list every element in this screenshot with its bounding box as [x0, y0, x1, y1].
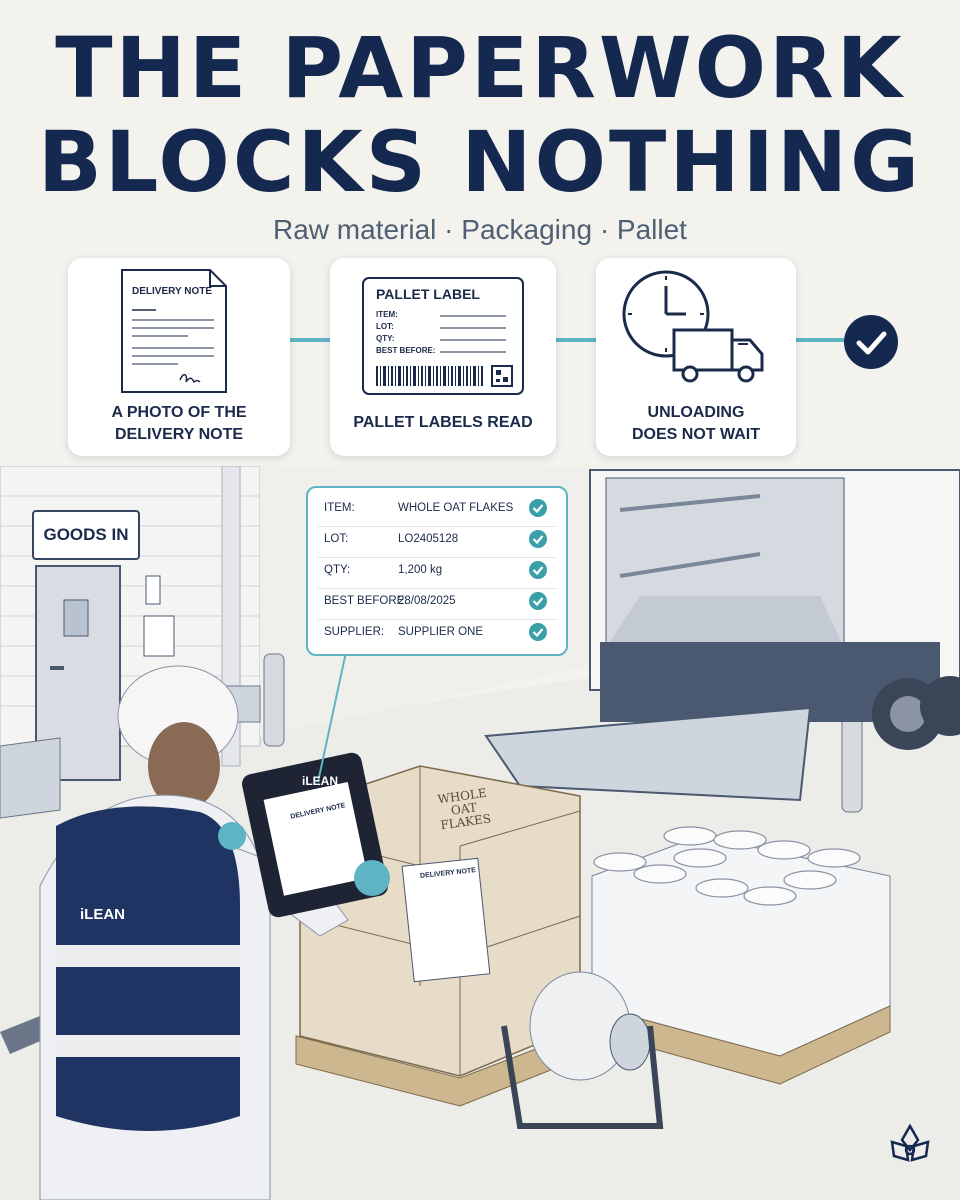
step2-label-line1: PALLET LABELS READ	[353, 414, 533, 431]
step1-label-line2: DELIVERY NOTE	[114, 426, 244, 443]
step2-doc-title: PALLET LABEL	[376, 286, 480, 302]
connector-1	[290, 338, 330, 342]
title-line-2: BLOCKS NOTHING	[37, 113, 923, 211]
popup-value: LO2405128	[398, 533, 459, 545]
subtitle: Raw material · Packaging · Pallet	[273, 214, 687, 245]
completed-check-icon	[844, 315, 898, 369]
goods-in-sign: GOODS IN	[32, 510, 140, 560]
popup-key: LOT:	[324, 533, 349, 545]
step3-label-line2: DOES NOT WAIT	[632, 426, 760, 443]
tablet-brand: iLEAN	[302, 774, 338, 788]
step1-label: A PHOTO OF THE DELIVERY NOTE	[68, 402, 290, 446]
popup-key: BEST BEFORE:	[324, 595, 408, 607]
scanned-data-popup: ITEM: WHOLE OAT FLAKES LOT: LO2405128 QT…	[306, 486, 568, 656]
title-line-1: THE PAPERWORK	[55, 19, 905, 117]
popup-row-lot: LOT: LO2405128	[324, 527, 552, 553]
popup-key: QTY:	[324, 564, 351, 576]
connector-3	[796, 338, 844, 342]
brand-logo-icon	[890, 1123, 930, 1162]
step2-field-lot: LOT:	[376, 322, 394, 331]
popup-value: 1,200 kg	[398, 564, 443, 576]
popup-key: SUPPLIER:	[324, 626, 385, 638]
step-pallet-labels: PALLET LABEL ITEM: LOT: QTY: BEST BEFORE…	[330, 258, 556, 456]
popup-value: 28/08/2025	[398, 595, 456, 607]
clock-truck-icon	[622, 270, 764, 383]
popup-row-item: ITEM: WHOLE OAT FLAKES	[324, 496, 552, 522]
popup-key: ITEM:	[324, 502, 355, 514]
check-icon	[529, 561, 547, 579]
step1-doc-title: DELIVERY NOTE	[132, 286, 213, 297]
step2-field-qty: QTY:	[376, 334, 395, 343]
step3-label: UNLOADING DOES NOT WAIT	[596, 402, 796, 446]
check-icon	[529, 623, 547, 641]
pallet-label-icon	[362, 277, 524, 395]
step2-field-item: ITEM:	[376, 310, 398, 319]
popup-value: SUPPLIER ONE	[398, 626, 483, 638]
popup-row-best-before: BEST BEFORE: 28/08/2025	[324, 589, 552, 615]
delivery-note-icon	[121, 269, 227, 393]
step3-label-line1: UNLOADING	[647, 404, 745, 421]
popup-value: WHOLE OAT FLAKES	[398, 502, 514, 514]
connector-2	[556, 338, 596, 342]
popup-row-supplier: SUPPLIER: SUPPLIER ONE	[324, 620, 552, 646]
step2-label: PALLET LABELS READ	[330, 412, 556, 434]
step2-field-best-before: BEST BEFORE:	[376, 346, 436, 355]
vest-brand: iLEAN	[80, 906, 125, 923]
step-unloading: UNLOADING DOES NOT WAIT	[596, 258, 796, 456]
check-icon	[529, 499, 547, 517]
check-icon	[529, 530, 547, 548]
step-delivery-note-photo: DELIVERY NOTE A PHOTO OF THE DELIVERY NO…	[68, 258, 290, 456]
check-icon	[529, 592, 547, 610]
popup-row-qty: QTY: 1,200 kg	[324, 558, 552, 584]
step1-label-line1: A PHOTO OF THE	[111, 404, 247, 421]
